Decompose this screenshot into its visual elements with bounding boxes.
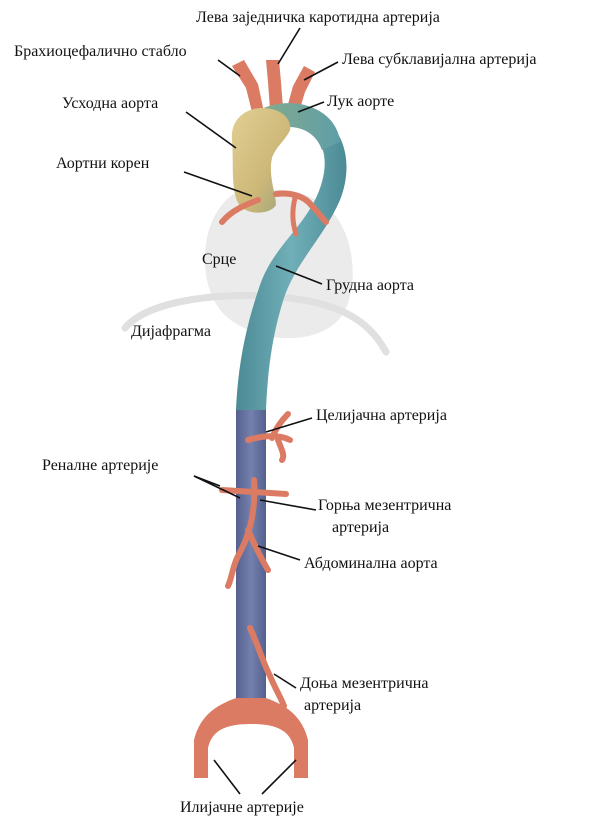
label-inferior-mesenteric-line1: Доња мезентрична [300,675,428,692]
leader-iliac-1 [214,760,240,794]
label-iliac: Илијачне артерије [180,799,304,816]
label-abdominal-aorta: Абдоминална аорта [304,555,438,572]
brachiocephalic-trunk [232,60,264,112]
label-superior-mesenteric-line1: Горња мезентрична [318,497,451,514]
left-common-carotid-artery [266,60,283,110]
label-superior-mesenteric-line2: артерија [332,519,389,536]
label-aortic-root: Аортни корен [56,155,150,172]
label-brachiocephalic: Брахиоцефалично стабло [14,43,187,60]
arch-branches [232,60,315,112]
label-heart: Срце [202,251,236,268]
label-diaphragm: Дијафрагма [131,323,211,340]
label-ascending-aorta: Усходна аорта [62,95,158,112]
label-left-common-carotid: Лева заједничка каротидна артерија [196,9,440,26]
label-inferior-mesenteric-line2: артерија [304,697,361,714]
leader-left-common-carotid [278,28,300,64]
label-celiac: Целијачна артерија [316,407,447,424]
leader-superior-mesenteric [260,500,316,510]
leader-renal-2 [194,476,220,486]
label-thoracic-aorta: Грудна аорта [326,277,414,294]
leader-ascending-aorta [186,112,236,148]
label-left-subclavian: Лева субклавијална артерија [342,51,537,68]
leader-iliac-2 [262,760,296,794]
label-aortic-arch: Лук аорте [327,93,394,110]
leader-celiac [266,418,312,432]
label-renal: Реналне артерије [42,457,158,474]
